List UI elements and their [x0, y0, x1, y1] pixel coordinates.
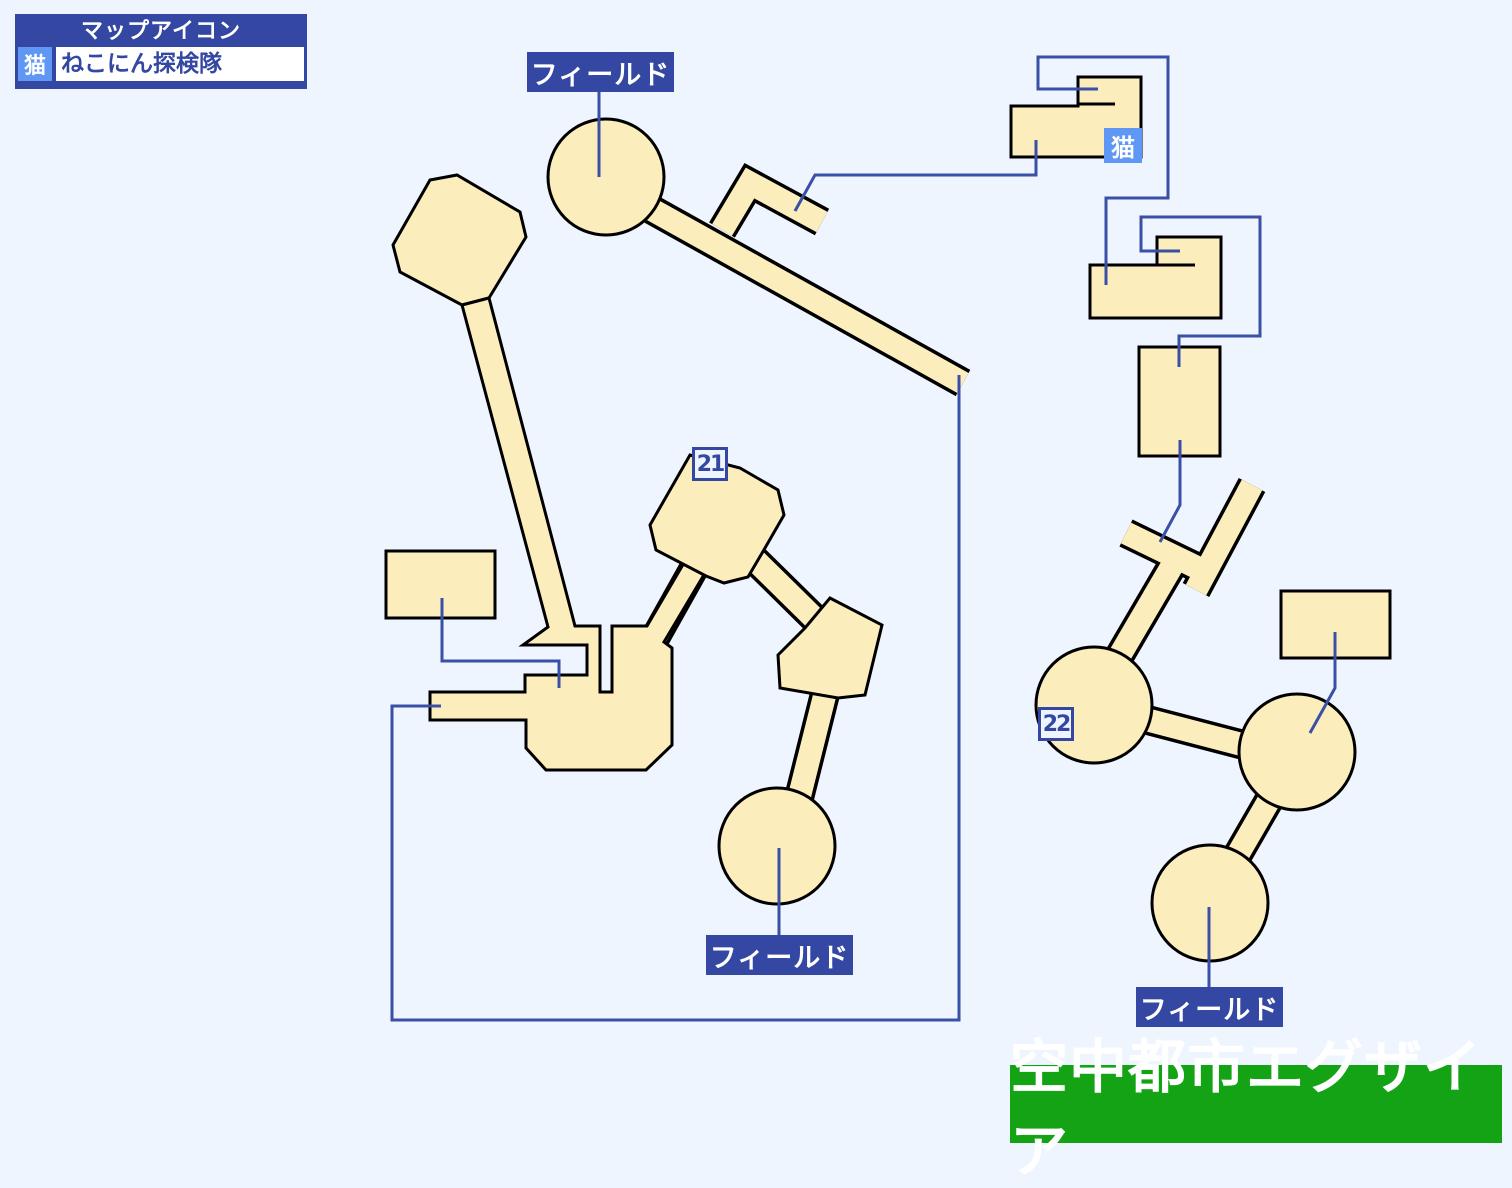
room-divider-lines [1078, 102, 1195, 267]
room-octagon [391, 173, 528, 307]
room-22 [1034, 645, 1154, 765]
room-pentagon [776, 596, 884, 700]
legend-title: マップアイコン [81, 19, 241, 44]
room-circle-top [546, 117, 666, 237]
map-icon-legend: マップアイコン 猫 ねこにん探検隊 [15, 14, 307, 89]
room-circle-bottom [717, 786, 837, 906]
cat-icon: 猫 [18, 47, 52, 81]
room-22-label: 22 [1038, 707, 1074, 741]
dungeon-map [384, 55, 1392, 1022]
field-exit-top[interactable]: フィールド [527, 52, 674, 92]
map-title: 空中都市エグザイア [1010, 1033, 1502, 1185]
room-main [428, 296, 711, 772]
cat-marker-icon: 猫 [1104, 128, 1142, 163]
connection-lines [390, 55, 1337, 1022]
room-circle-right [1237, 692, 1357, 812]
legend-row: 猫 ねこにん探検隊 [15, 47, 307, 83]
legend-name: ねこにん探検隊 [56, 47, 304, 81]
field-exit-bottom-right[interactable]: フィールド [1136, 987, 1283, 1027]
room-21-label: 21 [692, 447, 728, 481]
field-exit-bottom-center[interactable]: フィールド [706, 935, 853, 975]
room-l-bottom [1088, 235, 1223, 320]
